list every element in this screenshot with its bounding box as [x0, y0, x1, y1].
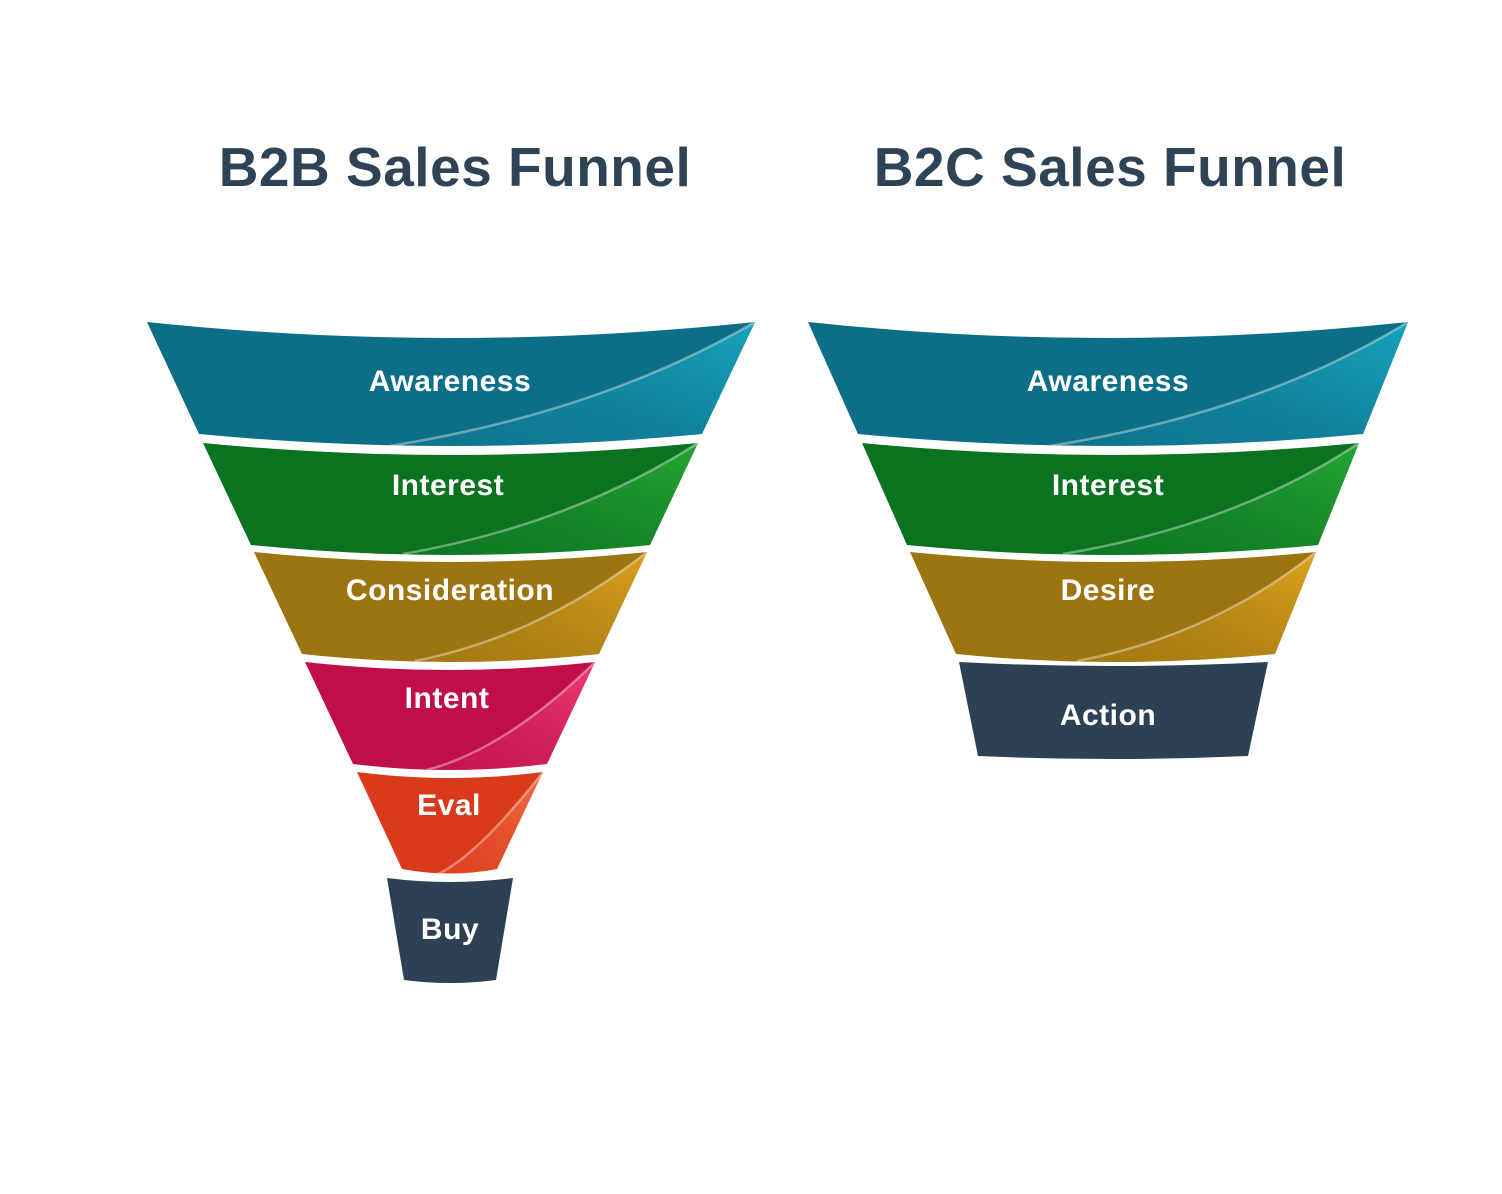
b2b-funnel-title: B2B Sales Funnel	[218, 136, 692, 198]
b2c-stage-interest: Interest	[862, 443, 1359, 555]
gloss-line	[402, 443, 698, 555]
gloss-line	[414, 552, 647, 662]
b2c-funnel-title: B2C Sales Funnel	[873, 136, 1347, 198]
stage-label: Buy	[421, 913, 479, 946]
stage-label: Desire	[1061, 574, 1156, 607]
gloss-line	[1062, 443, 1359, 555]
stage-label: Action	[1060, 699, 1156, 732]
b2b-stage-buy: Buy	[387, 878, 513, 983]
b2b-stage-eval: Eval	[357, 772, 543, 874]
b2c-funnel: Awareness Interest Desire	[808, 322, 1408, 759]
stage-label: Consideration	[346, 574, 554, 607]
gloss-line	[1076, 552, 1316, 662]
gloss-line	[1049, 322, 1408, 446]
gloss-line	[426, 662, 595, 770]
stage-label: Eval	[417, 789, 481, 822]
stage-label: Awareness	[1027, 365, 1189, 398]
stage-label: Intent	[405, 682, 490, 715]
b2b-funnel: Awareness Interest Consideration	[147, 322, 755, 983]
stage-label: Interest	[1052, 469, 1164, 502]
stage-label: Awareness	[369, 365, 531, 398]
gloss-line	[389, 322, 755, 446]
gloss-line	[437, 772, 543, 874]
b2c-stage-action: Action	[959, 662, 1268, 759]
stage-label: Interest	[392, 469, 504, 502]
